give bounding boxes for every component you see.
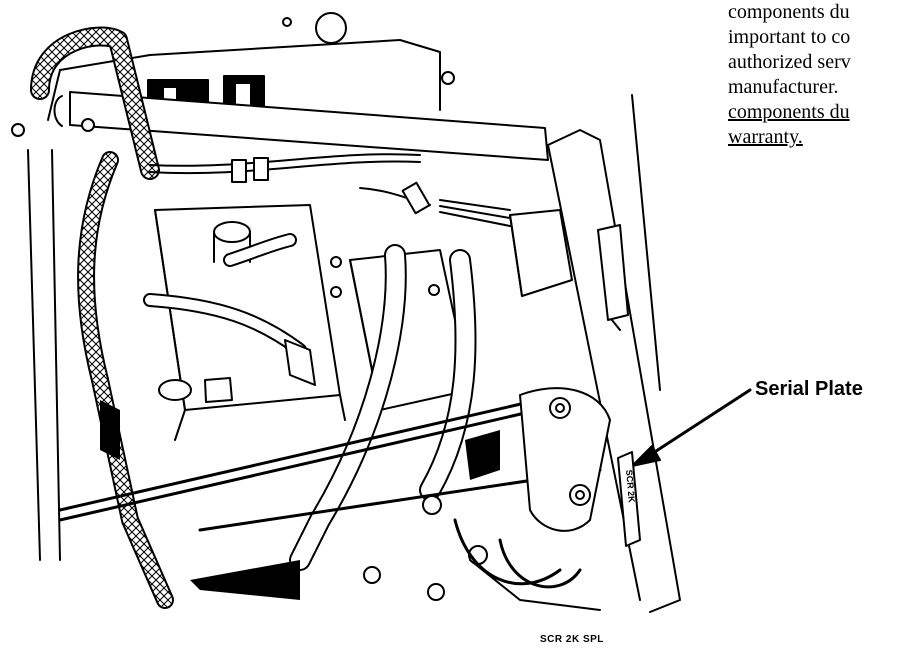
paragraph-line: components du <box>728 1 850 23</box>
figure-code: SCR 2K SPL <box>540 634 604 645</box>
body-paragraph: components du important to co authorized… <box>728 0 907 150</box>
serial-plate-callout: Serial Plate <box>755 378 863 400</box>
paragraph-line-underlined: components du <box>728 101 850 123</box>
paragraph-line: authorized serv <box>728 51 851 73</box>
paragraph-line-underlined: warranty. <box>728 126 803 148</box>
paragraph-line: important to co <box>728 26 851 48</box>
paragraph-line: manufacturer. <box>728 76 839 98</box>
serial-plate-marking: SCR 2K <box>624 469 637 503</box>
